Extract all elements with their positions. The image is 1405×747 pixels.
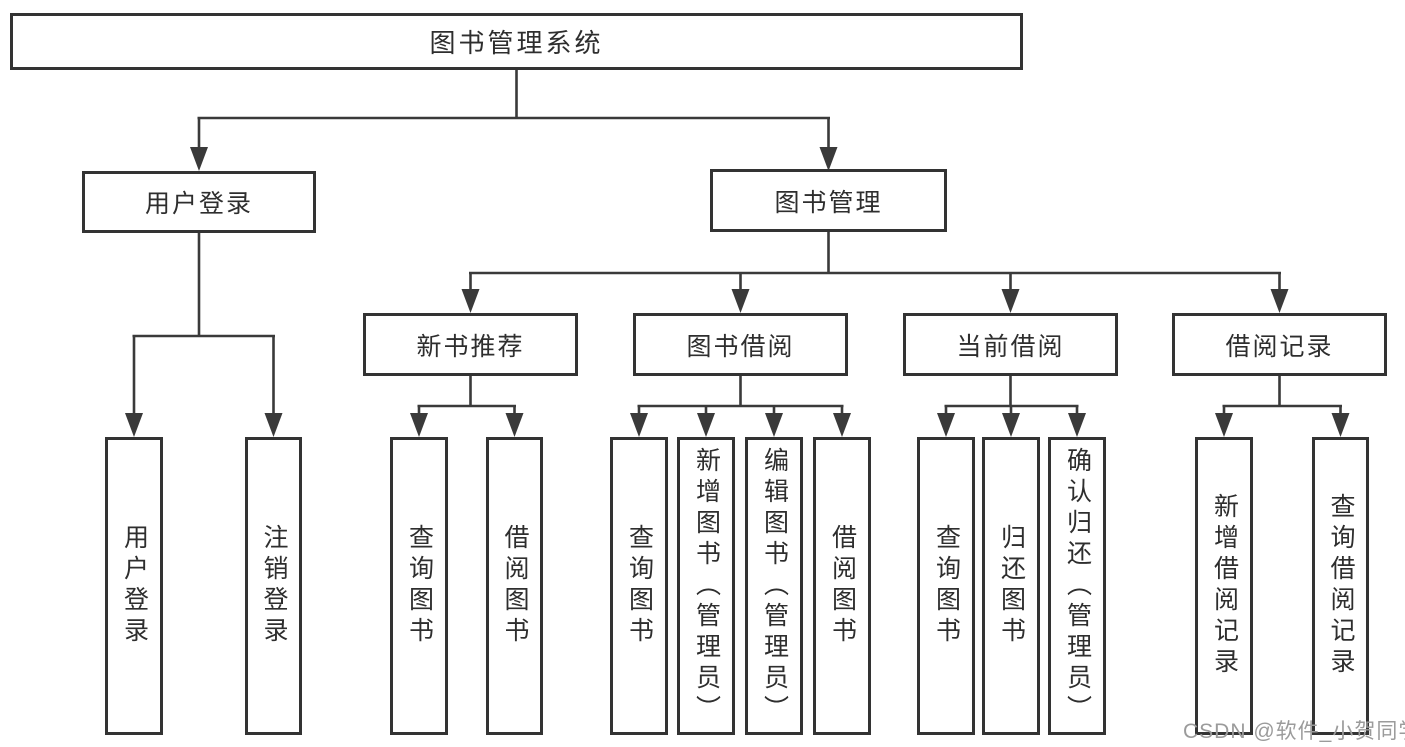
leaf-label: 归还图书: [997, 524, 1026, 648]
node-label: 当前借阅: [956, 332, 1065, 361]
leaf-label: 编辑图书（管理员）: [760, 446, 789, 726]
node-user-login: 用户登录: [82, 171, 316, 233]
leaf-logout: 注销登录: [245, 437, 302, 735]
node-new-book-recommendation: 新书推荐: [363, 313, 578, 376]
leaf-label: 查询图书: [405, 524, 434, 648]
node-label: 图书借阅: [686, 332, 795, 361]
leaf-add-borrow-record: 新增借阅记录: [1195, 437, 1253, 735]
leaf-borrow-books: 借阅图书: [813, 437, 871, 735]
leaf-label: 新增图书（管理员）: [692, 446, 721, 726]
leaf-label: 注销登录: [260, 524, 288, 648]
leaf-confirm-return-admin: 确认归还（管理员）: [1048, 437, 1106, 735]
leaf-query-borrow-record: 查询借阅记录: [1312, 437, 1369, 735]
leaf-edit-books-admin: 编辑图书（管理员）: [745, 437, 803, 735]
leaf-user-login: 用户登录: [105, 437, 163, 735]
node-current-borrowing: 当前借阅: [903, 313, 1118, 376]
leaf-label: 借阅图书: [828, 524, 857, 648]
leaf-query-books-current: 查询图书: [917, 437, 975, 735]
leaf-query-books-recommendation: 查询图书: [390, 437, 448, 735]
leaf-add-books-admin: 新增图书（管理员）: [677, 437, 735, 735]
leaf-return-books: 归还图书: [982, 437, 1040, 735]
leaf-query-books-borrowing: 查询图书: [610, 437, 668, 735]
node-label: 图书管理系统: [429, 28, 604, 58]
leaf-label: 查询借阅记录: [1327, 493, 1355, 679]
watermark: CSDN @软件_小贺同学: [1183, 720, 1405, 743]
node-borrowing-records: 借阅记录: [1172, 313, 1387, 376]
node-label: 用户登录: [144, 190, 253, 218]
leaf-label: 用户登录: [120, 524, 149, 648]
node-library-management-system: 图书管理系统: [10, 13, 1023, 70]
node-label: 新书推荐: [416, 332, 525, 361]
leaf-label: 新增借阅记录: [1210, 493, 1239, 679]
node-label: 借阅记录: [1225, 332, 1334, 361]
leaf-label: 确认归还（管理员）: [1063, 446, 1092, 726]
leaf-label: 查询图书: [932, 524, 961, 648]
leaf-label: 查询图书: [625, 524, 654, 648]
leaf-label: 借阅图书: [501, 524, 529, 648]
node-book-management: 图书管理: [710, 169, 947, 232]
leaf-borrow-books-recommendation: 借阅图书: [486, 437, 543, 735]
node-book-borrowing: 图书借阅: [633, 313, 848, 376]
node-label: 图书管理: [774, 188, 883, 217]
